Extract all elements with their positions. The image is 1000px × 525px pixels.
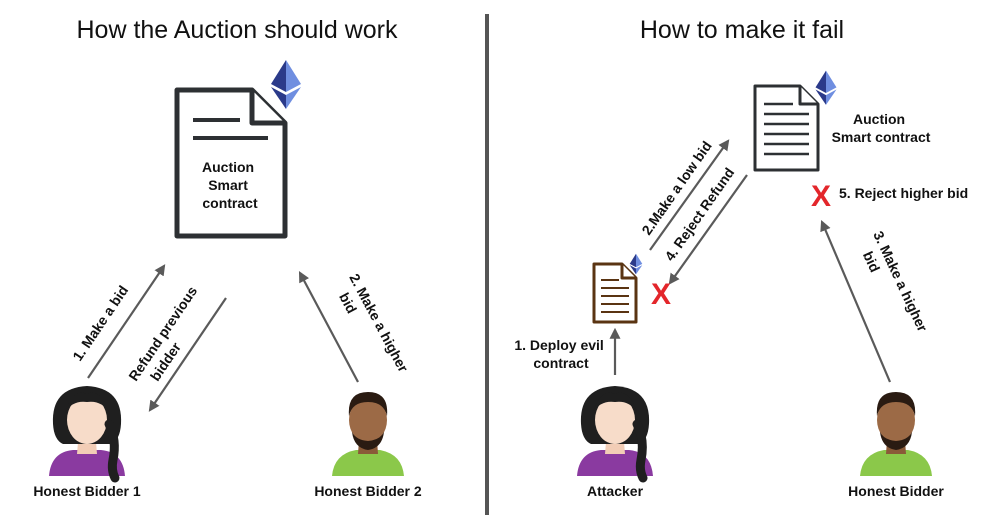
right-panel-title: How to make it fail: [640, 16, 844, 44]
right-ethereum-icon: [815, 70, 837, 105]
honest-bidder-2-label: Honest Bidder 2: [314, 483, 422, 499]
label-make-higher-bid-left: 2. Make a higher bid: [336, 271, 412, 375]
arrow-low-bid: [649, 139, 730, 251]
left-contract-label: Auction Smart contract: [202, 159, 258, 211]
label-make-low-bid: 2.Make a low bid: [638, 138, 714, 238]
arrow-higher-bid-right: [820, 219, 892, 383]
svg-text:3. Make a higher: 3. Make a higher: [870, 229, 931, 335]
svg-text:2. Make a higher: 2. Make a higher: [346, 271, 412, 375]
right-contract-label: Auction Smart contract: [832, 111, 931, 145]
arrow-higher-bid-left: [298, 271, 359, 383]
label-reject-higher-bid: 5. Reject higher bid: [839, 185, 968, 201]
honest-bidder-1-avatar-icon: [49, 386, 125, 478]
reject-refund-red-x-icon: X: [651, 278, 671, 311]
left-panel-title: How the Auction should work: [76, 16, 398, 44]
evil-contract-document-icon: [592, 262, 638, 324]
attacker-avatar-icon: [577, 386, 653, 478]
attacker-label: Attacker: [587, 483, 644, 499]
honest-bidder-label: Honest Bidder: [848, 483, 944, 499]
honest-bidder-1-label: Honest Bidder 1: [33, 483, 141, 499]
evil-ethereum-icon: [629, 253, 643, 275]
left-contract-document-icon: [174, 87, 288, 239]
arrow-reject-refund: [668, 174, 748, 285]
reject-higher-bid-red-x-icon: X: [811, 180, 831, 213]
label-refund-previous-bidder: Refund previous bidder: [125, 283, 200, 384]
label-make-bid: 1. Make a bid: [69, 282, 131, 363]
label-deploy-evil-contract: 1. Deploy evil contract: [514, 337, 607, 371]
arrow-refund: [148, 297, 227, 412]
arrow-make-bid: [87, 264, 166, 379]
left-ethereum-icon: [271, 60, 301, 109]
right-contract-document-icon: [753, 84, 820, 172]
honest-bidder-avatar-icon: [860, 392, 932, 476]
honest-bidder-2-avatar-icon: [332, 392, 404, 476]
